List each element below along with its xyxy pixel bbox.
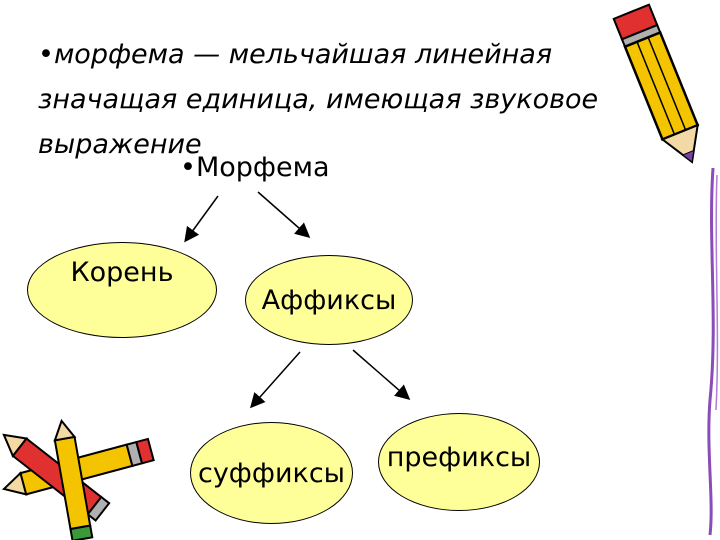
bullet: •: [180, 152, 196, 183]
arrow-to-prefixes: [352, 349, 411, 400]
definition-line-3: выражение: [38, 129, 202, 160]
node-suffixes-label: суффиксы: [197, 457, 345, 489]
node-suffixes: суффиксы: [190, 422, 353, 524]
arrow-to-root: [184, 195, 219, 243]
definition-text: •морфема — мельчайшая линейная значащая …: [38, 32, 638, 167]
morpheme-label: Морфема: [195, 152, 330, 183]
bullet: •: [38, 39, 54, 70]
node-root-label: Корень: [70, 257, 174, 288]
node-prefixes: префиксы: [378, 413, 540, 511]
arrow-to-suffixes: [250, 351, 301, 409]
node-root: Корень: [27, 242, 217, 338]
node-affixes: Аффиксы: [245, 255, 413, 345]
node-affixes-label: Аффиксы: [261, 284, 397, 316]
node-prefixes-label: префиксы: [386, 442, 532, 473]
arrow-to-affixes: [257, 191, 311, 238]
morpheme-title: •Морфема: [180, 152, 330, 183]
definition-line-1: морфема — мельчайшая линейная: [53, 39, 553, 70]
definition-line-2: значащая единица, имеющая звуковое: [38, 84, 599, 115]
